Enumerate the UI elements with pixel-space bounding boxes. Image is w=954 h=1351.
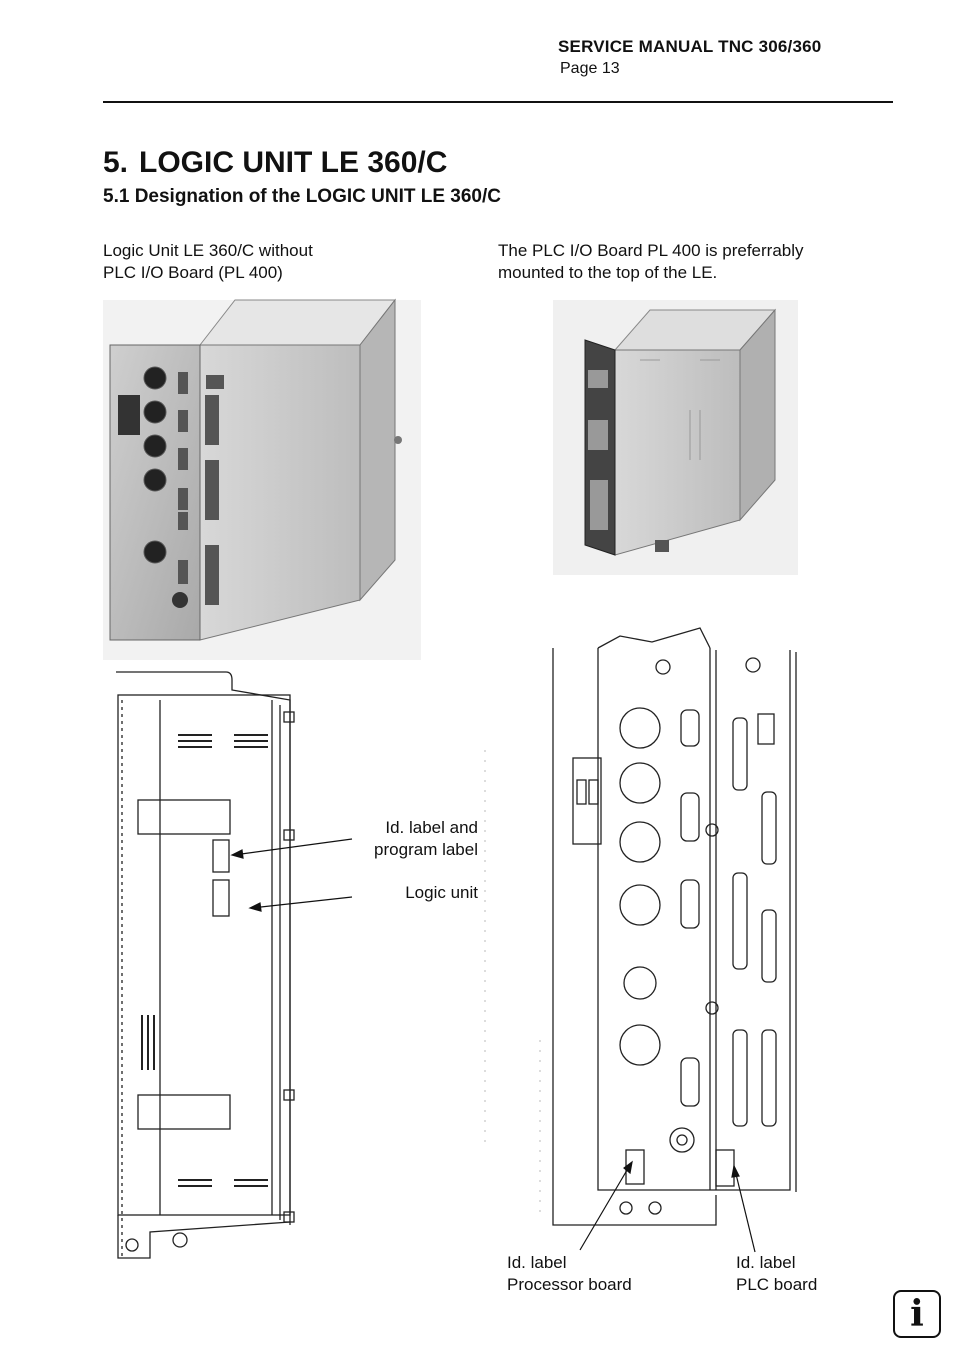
caption-right: The PLC I/O Board PL 400 is preferrably …	[498, 240, 878, 284]
callout-processor-board-line1: Id. label	[507, 1253, 567, 1272]
leader-lines	[230, 838, 756, 1253]
callout-id-program-label-line1: Id. label and	[385, 818, 478, 837]
decorative-dashes	[484, 750, 541, 1220]
callout-id-program-label: Id. label and program label	[356, 817, 478, 861]
drawing-front-view	[552, 627, 797, 1226]
photo-le-with-pl400	[553, 300, 798, 575]
caption-left-line2: PLC I/O Board (PL 400)	[103, 263, 283, 282]
photo-logic-unit	[103, 298, 421, 660]
callout-processor-board-line2: Processor board	[507, 1275, 632, 1294]
drawing-side-view	[116, 671, 295, 1260]
caption-right-line1: The PLC I/O Board PL 400 is preferrably	[498, 241, 804, 260]
callout-id-program-label-line2: program label	[374, 840, 478, 859]
callout-plc-board-line1: Id. label	[736, 1253, 796, 1272]
info-icon: i	[893, 1290, 941, 1338]
callout-processor-board: Id. label Processor board	[507, 1252, 632, 1296]
callout-logic-unit: Logic unit	[405, 883, 478, 902]
callout-plc-board: Id. label PLC board	[736, 1252, 817, 1296]
section-heading: 5. LOGIC UNIT LE 360/C	[103, 146, 447, 180]
subsection-heading: 5.1 Designation of the LOGIC UNIT LE 360…	[103, 186, 501, 207]
section-title: LOGIC UNIT LE 360/C	[139, 146, 448, 179]
section-number: 5.	[103, 146, 129, 179]
caption-left: Logic Unit LE 360/C without PLC I/O Boar…	[103, 240, 433, 284]
page-number: Page 13	[560, 60, 620, 77]
caption-right-line2: mounted to the top of the LE.	[498, 263, 718, 282]
manual-title: SERVICE MANUAL TNC 306/360	[558, 37, 822, 56]
caption-left-line1: Logic Unit LE 360/C without	[103, 241, 313, 260]
callout-plc-board-line2: PLC board	[736, 1275, 818, 1294]
header-rule	[103, 101, 893, 103]
